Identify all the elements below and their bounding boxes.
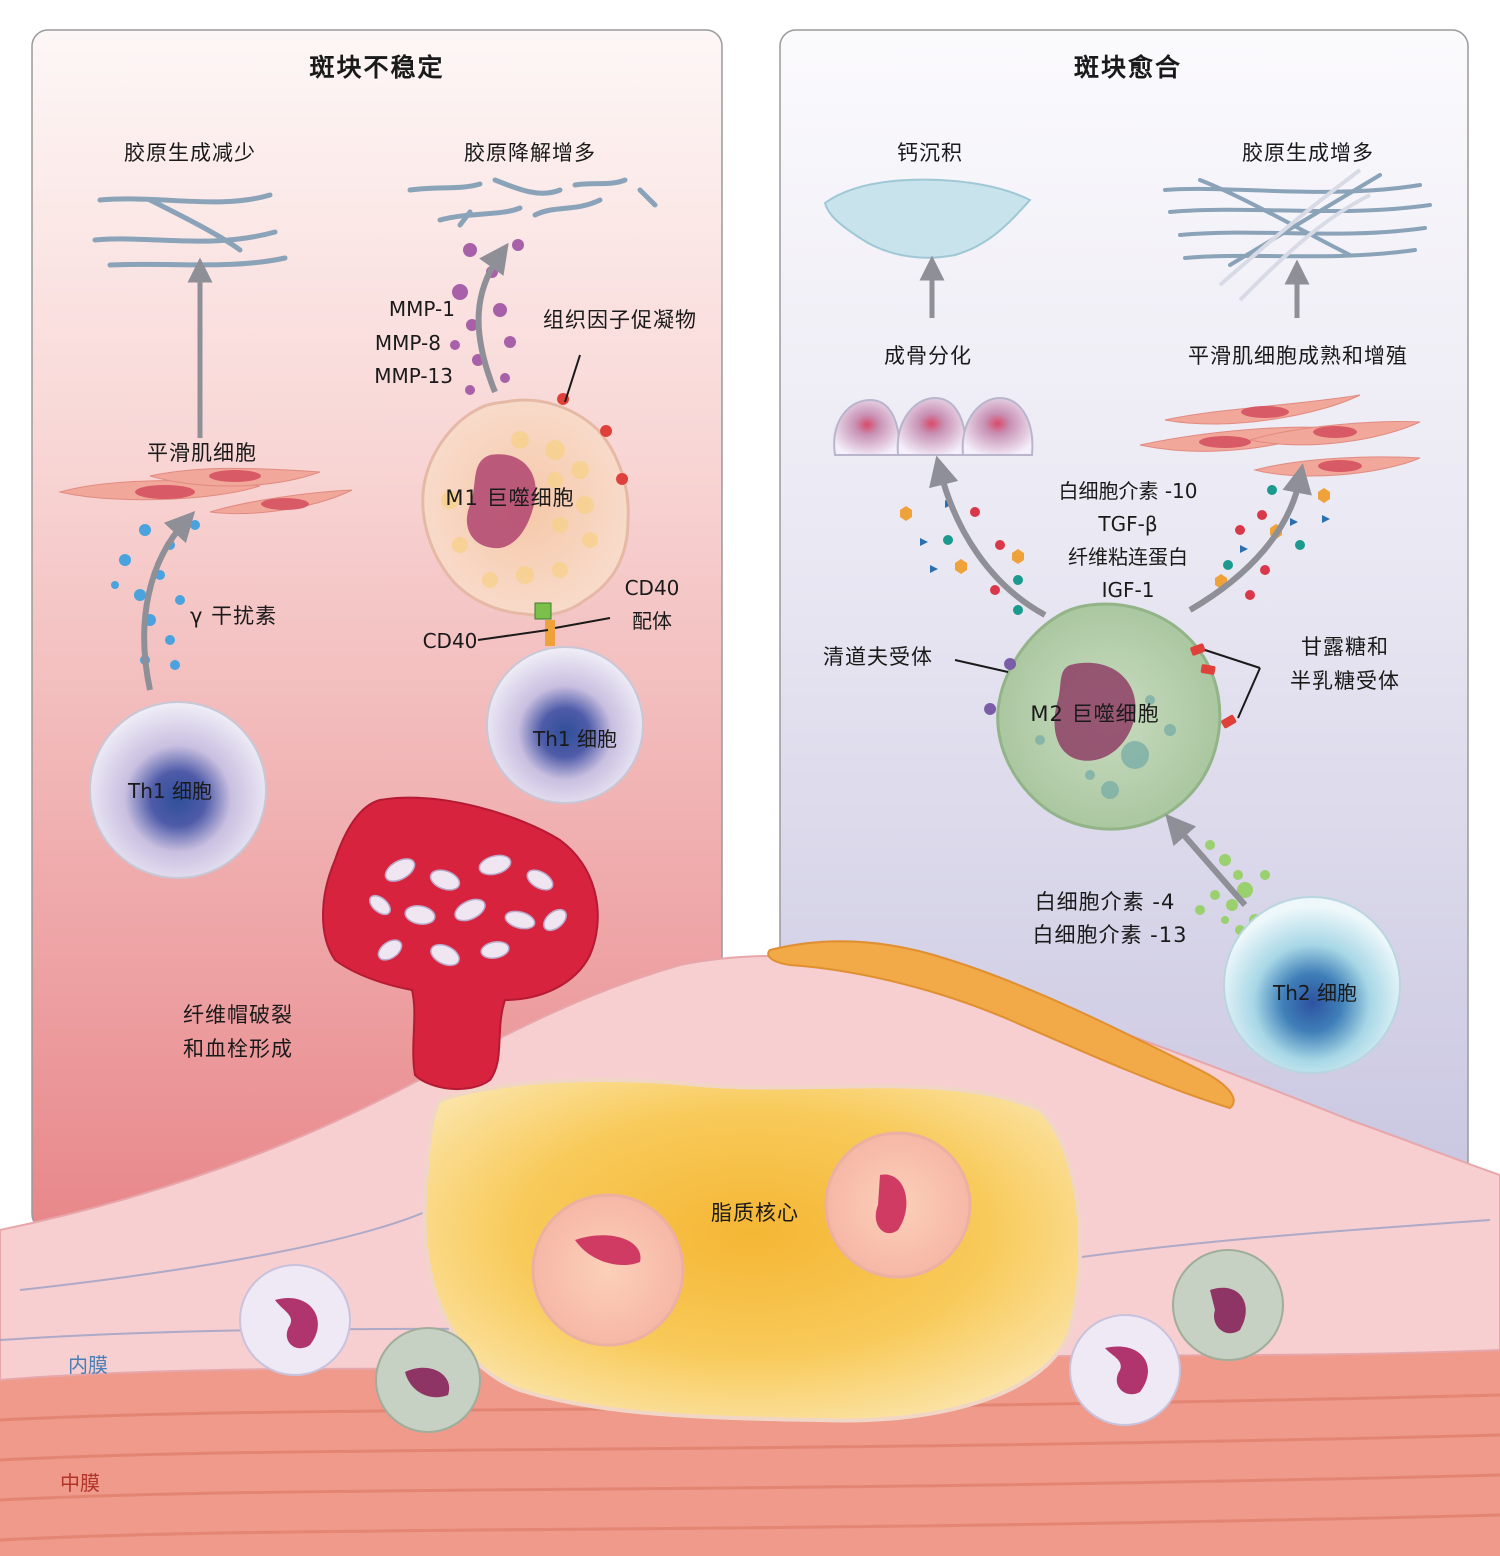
collagen-increase-label: 胶原生成增多	[1242, 141, 1374, 165]
left-panel-title: 斑块不稳定	[309, 53, 444, 82]
mannose-label-line2: 半乳糖受体	[1290, 669, 1400, 693]
foam-cell-right	[824, 1131, 972, 1279]
arrow-th2-to-m2	[1165, 813, 1248, 907]
tissue-factor-label: 组织因子促凝物	[543, 308, 697, 332]
rupture-label-line1: 纤维帽破裂	[183, 1003, 293, 1027]
tissue-factor-pointer	[564, 354, 581, 403]
smooth-muscle-cells-left	[58, 467, 353, 515]
interleukin-label-2: 白细胞介素 -13	[1033, 923, 1188, 947]
media-label: 中膜	[60, 1471, 100, 1495]
m1-macrophage	[421, 398, 630, 617]
th2-cell-label: Th2 细胞	[1272, 981, 1357, 1005]
mediator-label-3: 纤维粘连蛋白	[1068, 545, 1188, 569]
mannose-receptors	[1190, 643, 1237, 729]
collagen-degradation-label: 胶原降解增多	[464, 141, 596, 165]
scavenger-receptors	[984, 658, 1017, 715]
collagen-fibers-increased	[1163, 173, 1432, 267]
lipid-core	[422, 1078, 1082, 1423]
mediator-particles-left	[900, 500, 1024, 615]
th1-cell-right-label: Th1 细胞	[532, 727, 617, 751]
arrow-m2-to-osteo	[929, 455, 1047, 618]
mannose-pointer	[1204, 649, 1261, 719]
smc-maturation-label: 平滑肌细胞成熟和增殖	[1188, 344, 1408, 368]
cd40-label: CD40	[423, 629, 478, 653]
tissue-factor-receptors	[557, 393, 629, 485]
mediator-label-1: 白细胞介素 -10	[1058, 479, 1197, 503]
mediator-label-2: TGF-β	[1097, 512, 1157, 536]
calcium-deposit	[823, 178, 1032, 259]
fibrous-cap	[767, 940, 1235, 1110]
mediator-label-4: IGF-1	[1102, 578, 1155, 602]
macrophage-intima-right	[1172, 1249, 1284, 1361]
mmp-label-2: MMP-8	[375, 331, 441, 355]
arrow-m1-to-collagen	[475, 242, 509, 394]
mmp-label-1: MMP-1	[389, 297, 455, 321]
mannose-label-line1: 甘露糖和	[1301, 635, 1389, 659]
mmp-dots	[450, 239, 524, 395]
scavenger-label: 清道夫受体	[823, 645, 933, 669]
th1-cell-left	[89, 701, 267, 879]
cd40-pointer	[477, 629, 549, 641]
intima-label: 内膜	[68, 1353, 108, 1377]
smooth-muscle-label: 平滑肌细胞	[147, 441, 257, 465]
m2-macrophage-label: M2 巨噬细胞	[1030, 702, 1159, 726]
m2-macrophage	[996, 602, 1222, 831]
th2-cell	[1223, 896, 1401, 1074]
arrow-m2-to-smc	[1188, 463, 1312, 613]
cd40-ligand-pointer	[554, 617, 611, 629]
collagen-fibers-fragmented	[407, 177, 658, 228]
osteogenic-cells	[833, 396, 1034, 456]
interleukin-label-1: 白细胞介素 -4	[1035, 890, 1176, 914]
th1-cell-left-label: Th1 细胞	[127, 779, 212, 803]
m1-macrophage-label: M1 巨噬细胞	[445, 486, 574, 510]
right-panel-title: 斑块愈合	[1074, 53, 1182, 82]
th1-cell-right	[486, 646, 644, 804]
mmp-label-3: MMP-13	[374, 364, 453, 388]
cd40-ligand-label-line2: 配体	[632, 609, 672, 633]
foam-cell-left	[531, 1193, 685, 1347]
collagen-synthesis-label: 胶原生成减少	[124, 141, 256, 165]
scavenger-pointer	[954, 659, 1009, 673]
collagen-fibers-white	[1218, 168, 1371, 302]
interleukin-dots	[1195, 840, 1270, 935]
arrow-th1-to-smc	[141, 510, 196, 691]
rupture-label-line2: 和血栓形成	[183, 1037, 293, 1061]
cd40-connector	[534, 602, 555, 646]
macrophage-intima-left	[375, 1327, 481, 1433]
monocyte-left	[239, 1264, 351, 1376]
lipid-core-label: 脂质核心	[711, 1201, 799, 1225]
interferon-label: γ 干扰素	[190, 604, 277, 628]
osteogenic-label: 成骨分化	[884, 344, 972, 368]
cd40-ligand-label-line1: CD40	[625, 576, 680, 600]
calcium-label: 钙沉积	[897, 141, 963, 165]
monocyte-right	[1069, 1314, 1181, 1426]
thrombus	[322, 796, 599, 1091]
